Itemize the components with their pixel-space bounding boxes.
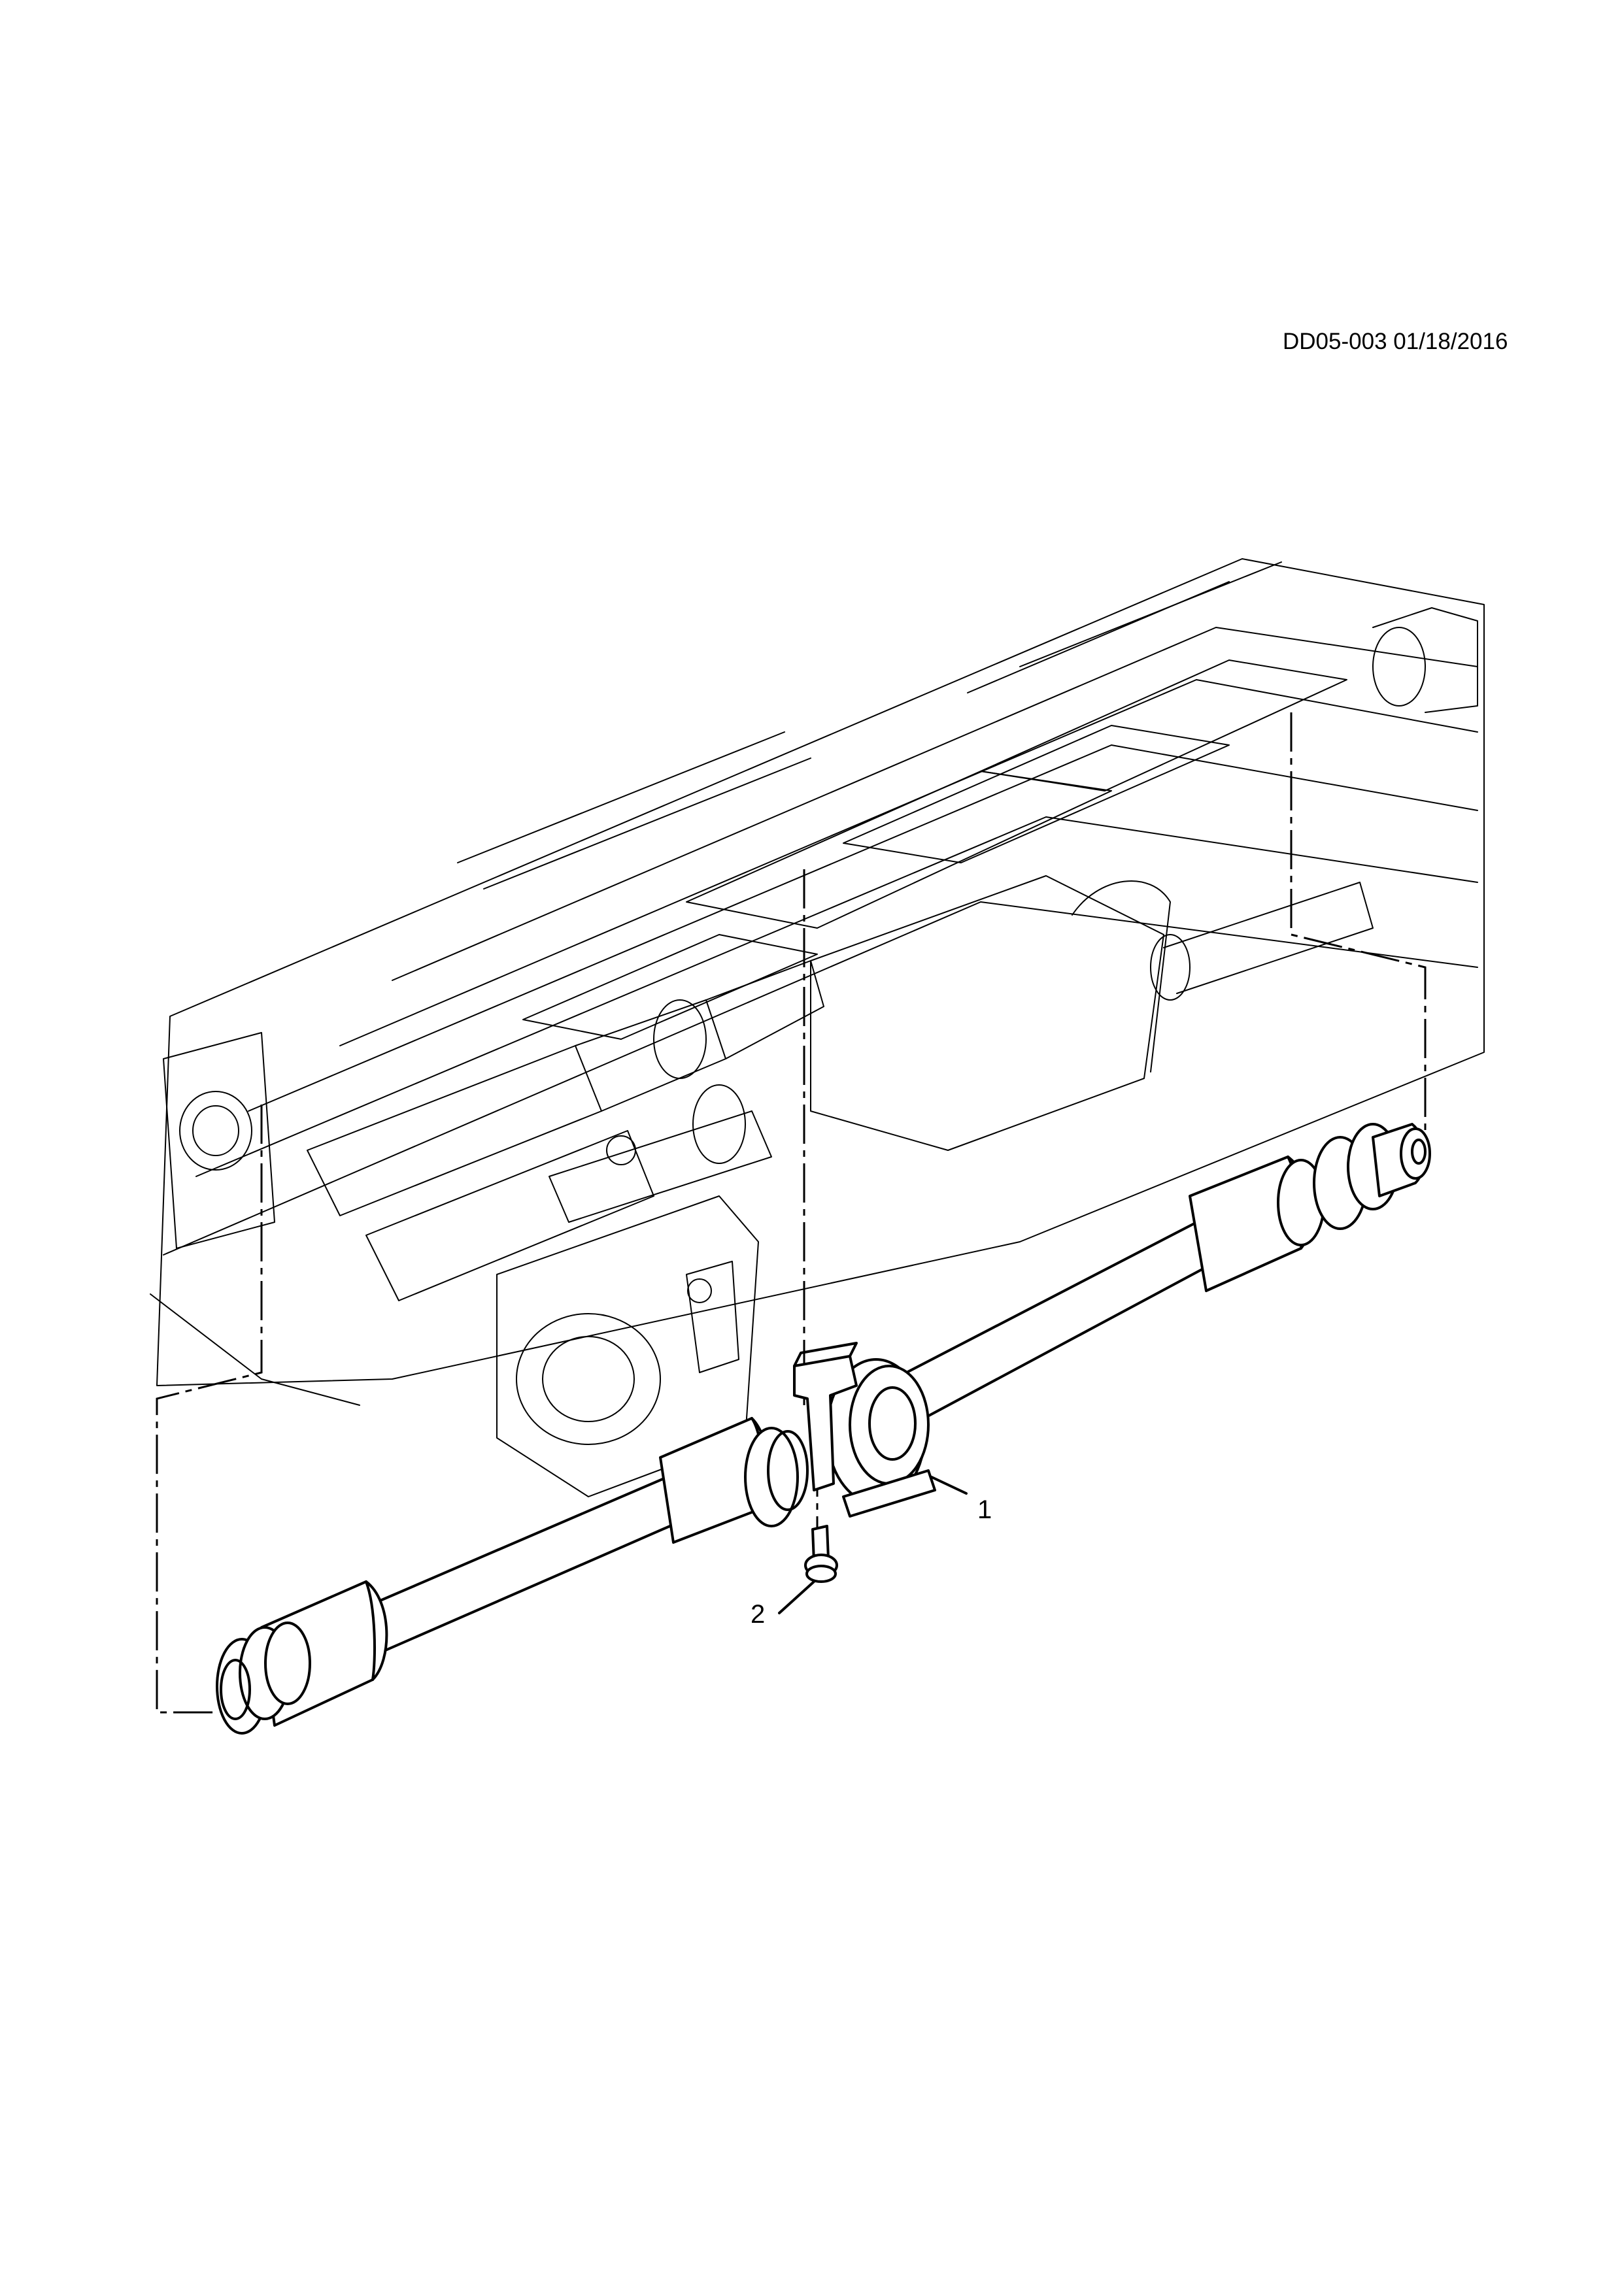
propeller-shaft [216,1123,1431,1735]
vehicle-underbody [150,558,1485,1497]
center-bearing [793,1342,936,1518]
callout-number-2: 2 [751,1600,766,1629]
document-id: DD05-003 01/18/2016 [1283,329,1508,354]
callout-number-1: 1 [977,1495,992,1524]
leader-line-1 [930,1476,968,1495]
leader-line-2 [778,1580,815,1614]
bolt [804,1525,838,1583]
